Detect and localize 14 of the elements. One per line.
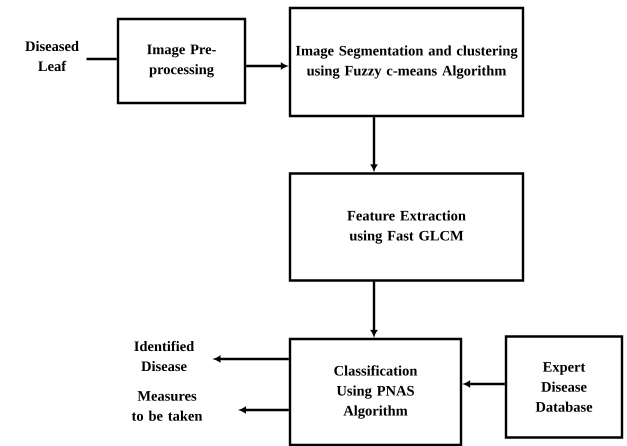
process-box: Expert Disease Database <box>504 335 624 439</box>
arrow <box>464 380 505 388</box>
process-box: Image Segmentation and clustering using Fuzzy c-means Algorithm <box>288 6 524 118</box>
process-box: Image Pre-processing <box>116 18 246 104</box>
arrow <box>240 406 289 414</box>
process-box: Classification Using PNAS Algorithm <box>288 338 462 446</box>
arrow <box>370 282 378 336</box>
arrow <box>370 117 378 171</box>
node-label: Diseased Leaf <box>25 40 79 72</box>
arrow <box>214 356 289 362</box>
process-box: Feature Extraction using Fast GLCM <box>288 172 524 282</box>
arrow <box>246 62 288 70</box>
node-label: Measures to be taken <box>132 391 202 421</box>
node-label: Identified Disease <box>134 340 194 372</box>
